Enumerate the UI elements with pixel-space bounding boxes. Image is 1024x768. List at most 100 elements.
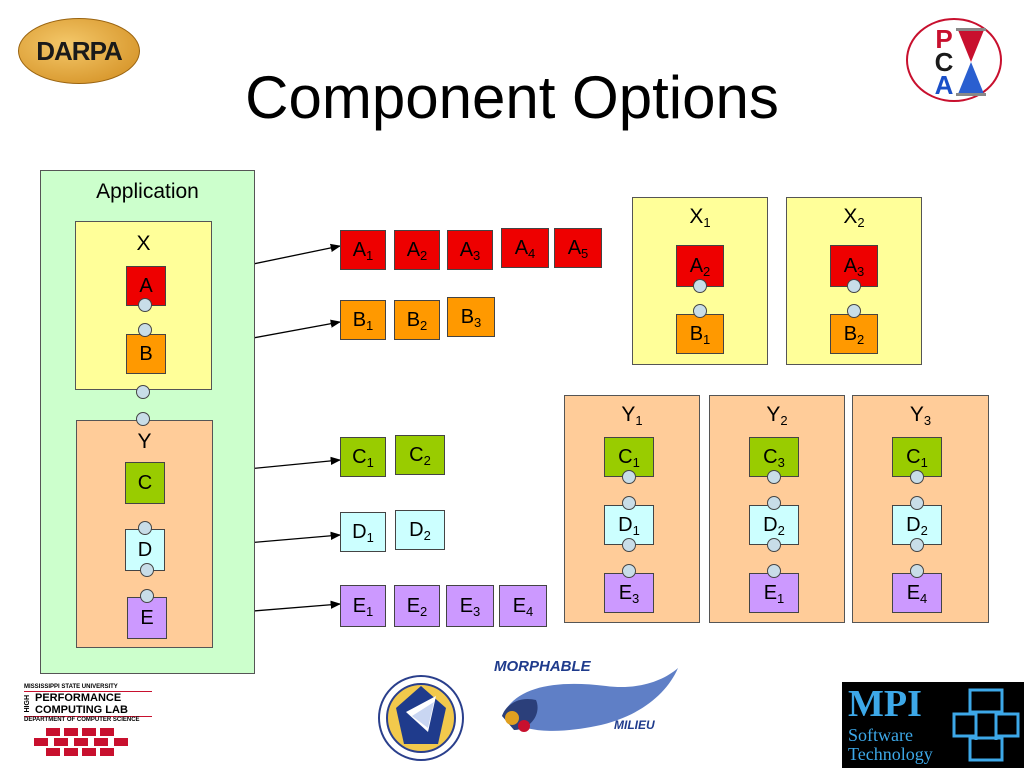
- label-subscript: 1: [366, 530, 374, 545]
- label-subscript: 1: [777, 591, 785, 606]
- label-base: A: [567, 237, 582, 259]
- port-connector: [847, 304, 861, 318]
- label-subscript: 5: [581, 246, 589, 261]
- hpc-high: HIGH: [24, 695, 31, 713]
- label-base: C: [352, 446, 367, 468]
- pca-logo-c: C: [934, 47, 954, 77]
- label-subscript: 3: [632, 591, 640, 606]
- mpi-technology-text: Technology: [848, 744, 933, 764]
- label-subscript: 2: [420, 318, 428, 333]
- component-e: E: [127, 597, 167, 639]
- label-subscript: 1: [366, 248, 374, 263]
- cornucopia-icon: [502, 668, 678, 732]
- label-subscript: 2: [703, 264, 711, 279]
- port-connector: [138, 323, 152, 337]
- port-connector: [138, 521, 152, 535]
- port-connector: [910, 470, 924, 484]
- option-a-5: A5: [554, 228, 602, 268]
- label-subscript: 4: [526, 604, 534, 619]
- label-subscript: 3: [857, 264, 865, 279]
- option-b-1: B1: [340, 300, 386, 340]
- label-base: E: [459, 595, 474, 617]
- label-base: C: [763, 446, 778, 468]
- pca-logo: P C A: [906, 18, 1002, 102]
- option-e-1: E1: [340, 585, 386, 627]
- option-b-3: B3: [447, 297, 495, 337]
- label-subscript: 2: [780, 413, 788, 428]
- label-base: X: [689, 205, 704, 228]
- label-base: A: [689, 255, 704, 277]
- component-b: B: [126, 334, 166, 374]
- port-connector: [140, 589, 154, 603]
- label-base: B: [352, 309, 367, 331]
- label-subscript: 2: [857, 215, 865, 230]
- option-d-1: D1: [340, 512, 386, 552]
- label-base: C: [409, 444, 424, 466]
- port-connector: [136, 412, 150, 426]
- port-connector: [910, 564, 924, 578]
- label-subscript: 1: [366, 318, 374, 333]
- port-connector: [693, 279, 707, 293]
- port-connector: [136, 385, 150, 399]
- port-connector: [910, 496, 924, 510]
- x-composition-label: X2: [786, 205, 922, 229]
- component-y-label: Y: [137, 430, 152, 453]
- label-base: A: [514, 237, 529, 259]
- y-composition-e: E3: [604, 573, 654, 613]
- label-subscript: 1: [920, 455, 928, 470]
- label-subscript: 2: [920, 523, 928, 538]
- label-subscript: 3: [473, 604, 481, 619]
- label-base: B: [843, 323, 858, 345]
- mpi-text: MPI: [848, 683, 922, 725]
- port-connector: [622, 564, 636, 578]
- label-subscript: 2: [857, 332, 865, 347]
- milieu-text: MILIEU: [614, 718, 655, 732]
- label-base: E: [352, 595, 367, 617]
- option-c-1: C1: [340, 437, 386, 477]
- application-label: Application: [96, 180, 199, 203]
- port-connector: [847, 279, 861, 293]
- label-base: Y: [766, 403, 781, 426]
- page-title: Component Options: [245, 64, 779, 131]
- port-connector: [622, 538, 636, 552]
- port-connector: [693, 304, 707, 318]
- port-connector: [140, 563, 154, 577]
- option-a-2: A2: [394, 230, 440, 270]
- option-c-2: C2: [395, 435, 445, 475]
- label-base: C: [906, 446, 921, 468]
- mpi-emblem-icon: [952, 688, 1020, 762]
- label-subscript: 2: [420, 248, 428, 263]
- morphable-milieu-logo: MORPHABLE MILIEU: [486, 656, 682, 748]
- option-a-3: A3: [447, 230, 493, 270]
- label-subscript: 2: [423, 453, 431, 468]
- label-subscript: 3: [473, 248, 481, 263]
- hpc-university: MISSISSIPPI STATE UNIVERSITY: [24, 684, 152, 692]
- label-subscript: 3: [923, 413, 932, 428]
- port-connector: [767, 470, 781, 484]
- label-base: D: [618, 514, 633, 536]
- darpa-logo: DARPA: [18, 18, 140, 84]
- option-a-4: A4: [501, 228, 549, 268]
- port-connector: [622, 470, 636, 484]
- label-subscript: 3: [777, 455, 785, 470]
- label-base: A: [352, 239, 367, 261]
- label-subscript: 2: [420, 604, 428, 619]
- label-subscript: 2: [423, 528, 431, 543]
- port-connector: [767, 496, 781, 510]
- option-e-3: E3: [446, 585, 494, 627]
- label-base: B: [460, 306, 475, 328]
- y-composition-e: E1: [749, 573, 799, 613]
- label-subscript: 1: [703, 332, 711, 347]
- mpi-software-text: Software: [848, 725, 913, 745]
- label-base: A: [406, 239, 421, 261]
- label-base: Y: [909, 403, 924, 426]
- mpi-software-technology-logo: MPI Software Technology: [842, 682, 1024, 768]
- component-c: C: [125, 462, 165, 504]
- x-composition-bottom: B1: [676, 314, 724, 354]
- y-composition-label: Y2: [709, 403, 845, 427]
- label-base: D: [352, 521, 367, 543]
- darpa-logo-text: DARPA: [36, 36, 123, 66]
- hpc-grid-icon: [34, 728, 128, 756]
- label-base: E: [618, 582, 633, 604]
- port-connector: [138, 298, 152, 312]
